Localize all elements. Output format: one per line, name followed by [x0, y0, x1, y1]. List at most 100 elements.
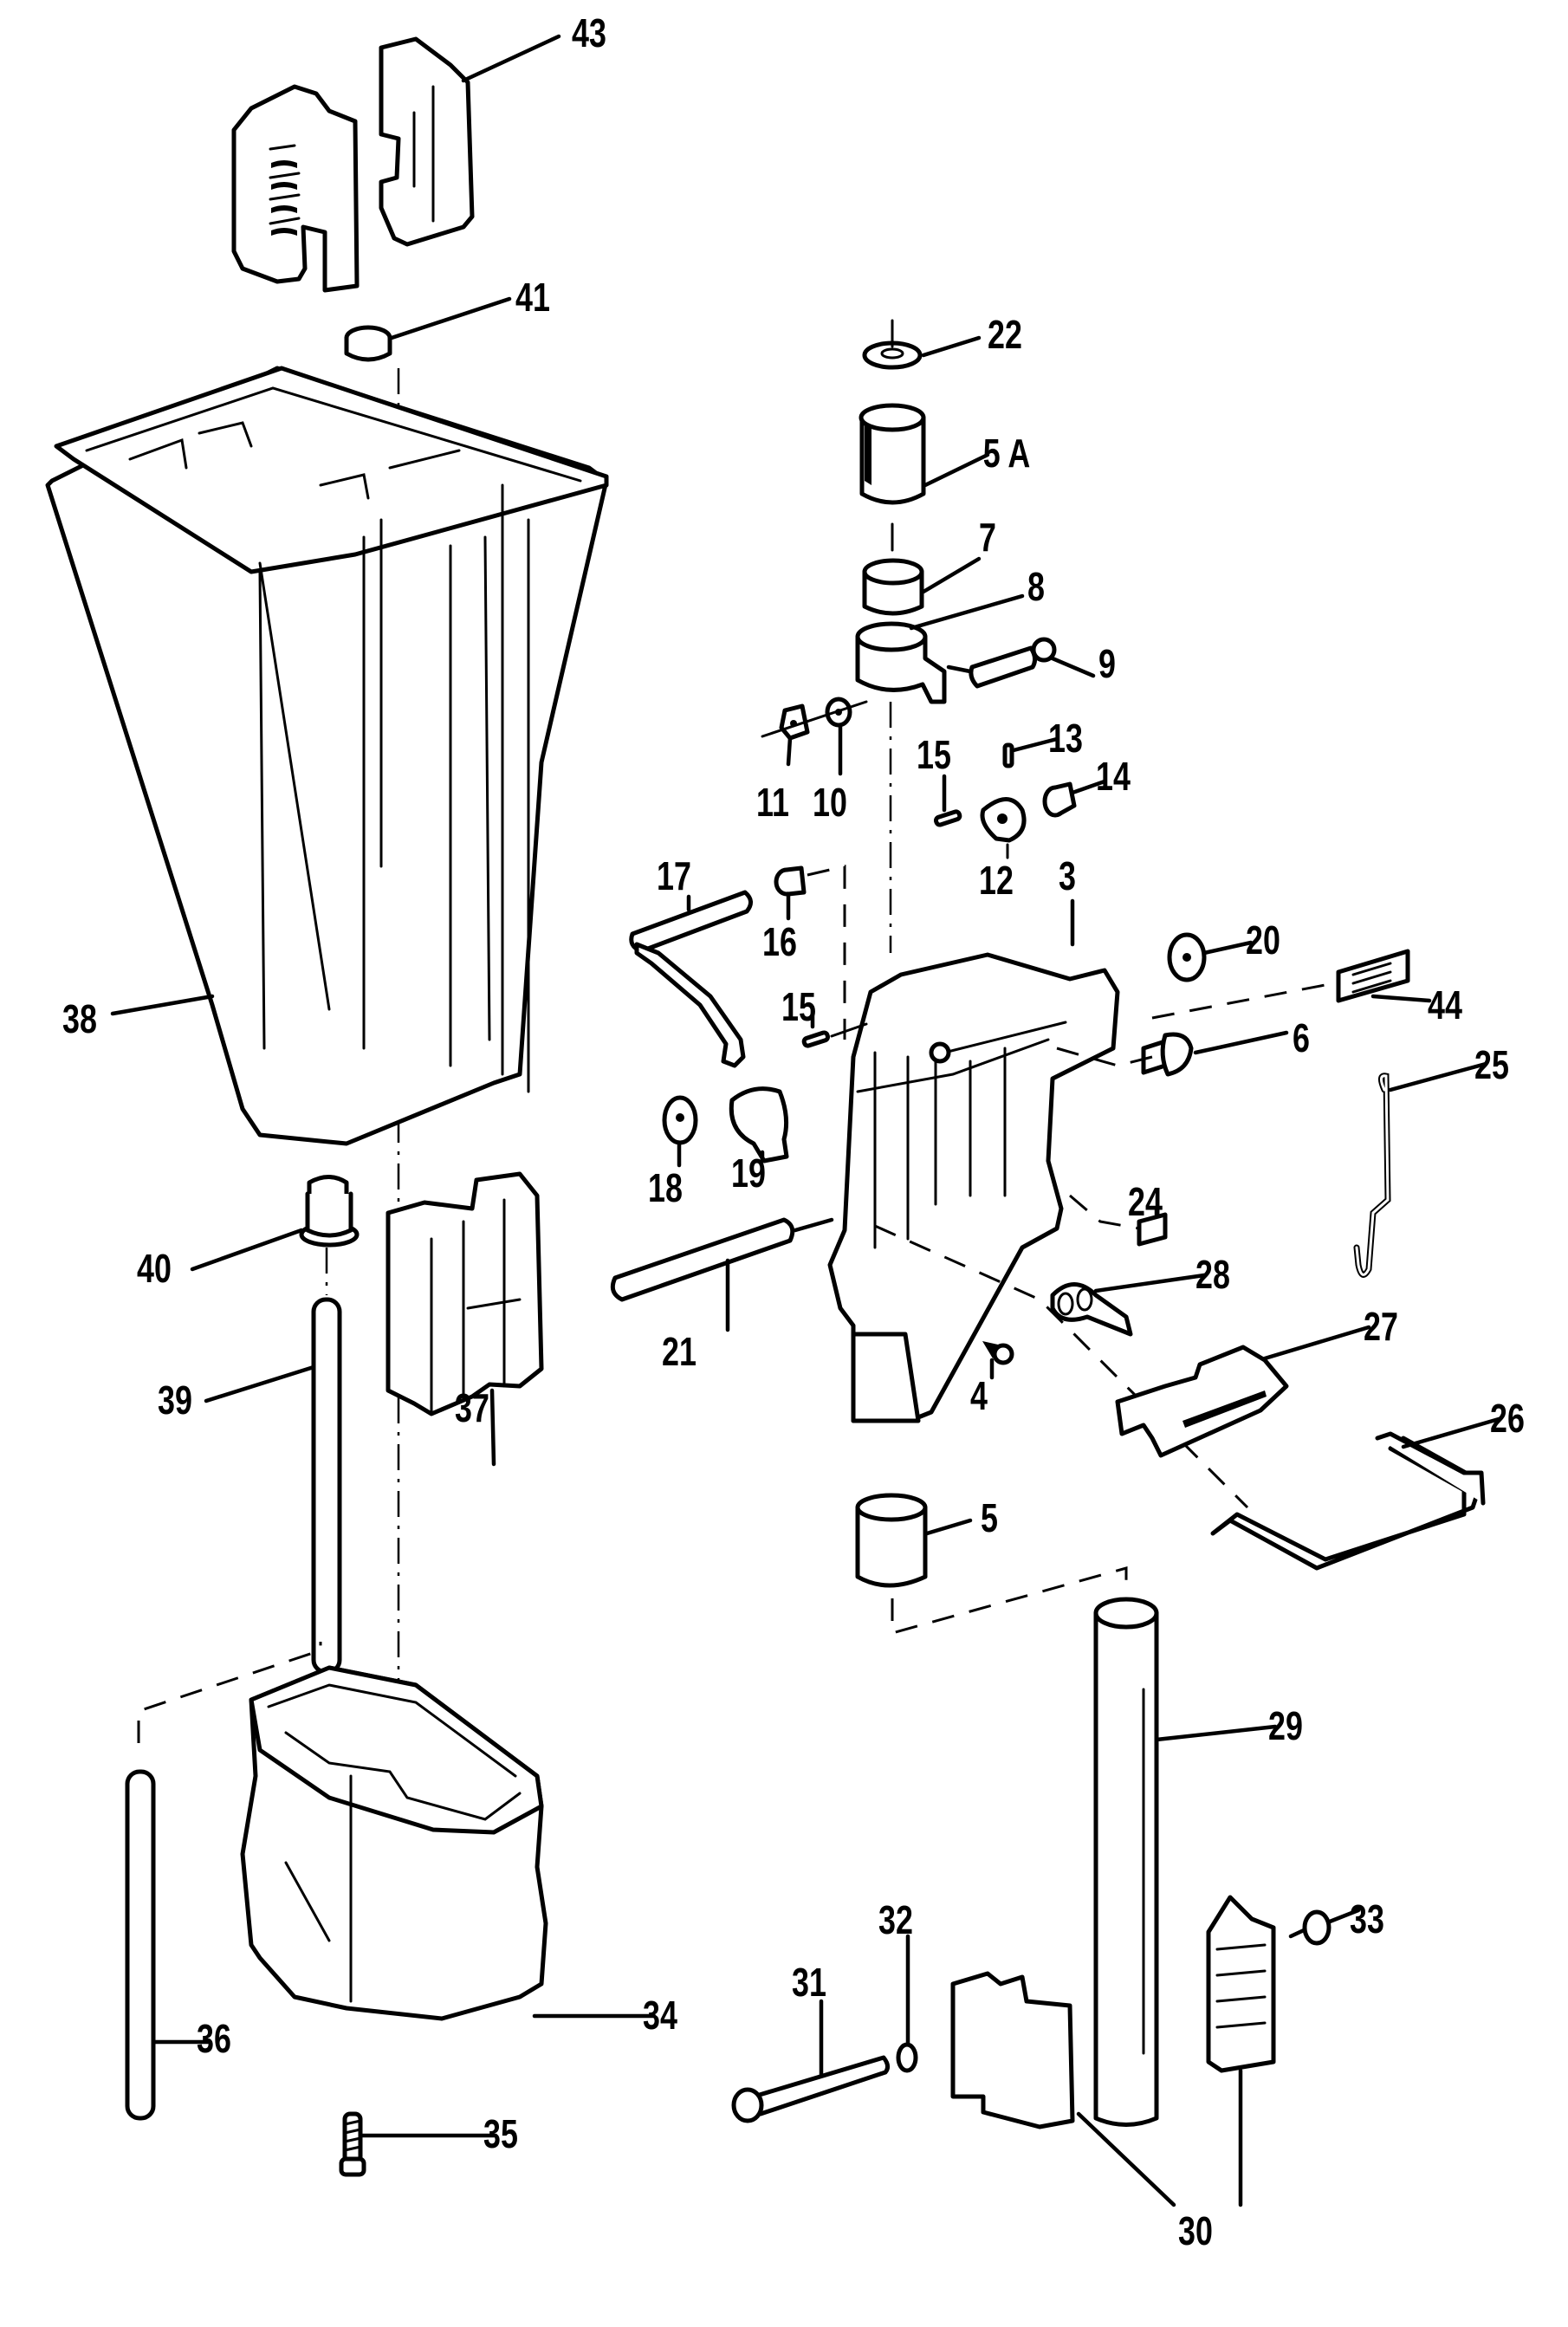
part-41-bushing — [344, 325, 392, 362]
callout-37: 37 — [455, 1385, 489, 1430]
callout-43: 43 — [572, 10, 606, 55]
leader-37 — [489, 1388, 496, 1467]
callout-4: 4 — [970, 1373, 988, 1418]
callout-9: 9 — [1098, 641, 1116, 686]
callout-21: 21 — [662, 1329, 697, 1374]
leader-27 — [1262, 1325, 1371, 1361]
part-9-screw — [969, 637, 1057, 689]
part-36-tube — [125, 1642, 322, 2121]
leader-40 — [190, 1228, 304, 1272]
leader-38 — [110, 994, 215, 1016]
callout-11: 11 — [756, 780, 789, 825]
part-11-nut — [779, 703, 810, 741]
part-31-bolt — [731, 2055, 891, 2123]
part-12-knob — [980, 797, 1027, 843]
part-30-clamp-left — [950, 1971, 1075, 2129]
part-44-decal — [1336, 949, 1410, 1003]
part-7-ring — [862, 558, 924, 616]
callout-30: 30 — [1178, 2208, 1213, 2253]
leader-13 — [1011, 736, 1059, 753]
leader-41 — [389, 296, 512, 340]
part-5-bushing — [855, 1493, 928, 1588]
callout-32: 32 — [878, 1897, 913, 1942]
callout-33: 33 — [1350, 1896, 1384, 1941]
part-8-clamp — [855, 621, 947, 704]
part-24-plate — [1137, 1212, 1168, 1247]
part-15-pin-upper — [933, 809, 962, 827]
leader-28 — [1093, 1273, 1207, 1293]
callout-19: 19 — [731, 1151, 766, 1196]
callout-5A: 5 A — [982, 431, 1031, 476]
callout-12: 12 — [979, 858, 1014, 903]
callout-24: 24 — [1128, 1179, 1163, 1224]
callout-3: 3 — [1059, 853, 1076, 898]
part-43-side-covers — [231, 36, 475, 293]
callout-36: 36 — [197, 2016, 231, 2061]
part-17-tilt-lever — [629, 890, 753, 1068]
part-5A-bushing — [859, 403, 926, 505]
part-15-pin-lower — [801, 1030, 831, 1048]
part-32-washer — [896, 2042, 918, 2073]
part-6-bolt — [1141, 1032, 1194, 1077]
leader-20 — [1202, 940, 1254, 956]
part-19-cam — [729, 1086, 789, 1164]
callout-20: 20 — [1246, 917, 1280, 963]
leader-44 — [1370, 994, 1432, 1003]
part-28-spring — [1050, 1282, 1133, 1337]
leader-30 — [1076, 2068, 1243, 2207]
part-18-washer — [662, 1095, 698, 1145]
callout-22: 22 — [988, 312, 1022, 357]
leader-7 — [921, 556, 982, 594]
callout-15-lower: 15 — [781, 984, 816, 1029]
callout-25: 25 — [1474, 1042, 1509, 1087]
callout-28: 28 — [1195, 1252, 1230, 1297]
callout-8: 8 — [1027, 564, 1045, 609]
callout-44: 44 — [1428, 982, 1462, 1027]
leader-8 — [909, 593, 1025, 631]
leader-6 — [1193, 1030, 1289, 1055]
callout-31: 31 — [792, 1960, 826, 2005]
part-16-bushing — [774, 865, 807, 897]
part-25-spring-hook — [1353, 1073, 1391, 1278]
part-26-lever — [1210, 1431, 1486, 1571]
part-3-swivel-bracket — [827, 952, 1120, 1423]
callout-17: 17 — [657, 853, 691, 898]
part-37-rubber-mount — [386, 1171, 544, 1416]
part-13-pin — [1002, 742, 1014, 768]
part-29-steering-shaft — [1093, 1597, 1159, 2127]
part-22-washer — [862, 319, 923, 370]
callout-18: 18 — [648, 1165, 683, 1210]
leader-21 — [725, 1217, 834, 1332]
callout-10: 10 — [813, 780, 847, 825]
leader-25 — [1388, 1061, 1488, 1092]
leader-43 — [461, 34, 561, 83]
part-20-washer — [1167, 932, 1207, 982]
part-35-screw — [339, 2111, 366, 2177]
callout-34: 34 — [643, 1993, 677, 2038]
part-33-nut — [1302, 1909, 1332, 1946]
part-34-exhaust-housing — [240, 1665, 548, 2021]
callout-7: 7 — [979, 515, 996, 560]
leader-9 — [946, 656, 1096, 678]
callout-5: 5 — [981, 1495, 998, 1540]
callout-35: 35 — [483, 2111, 518, 2156]
callout-27: 27 — [1364, 1304, 1398, 1349]
callout-39: 39 — [158, 1377, 192, 1423]
callout-38: 38 — [62, 996, 97, 1041]
callout-13: 13 — [1048, 716, 1083, 761]
leader-26 — [1401, 1416, 1501, 1449]
callout-6: 6 — [1293, 1015, 1310, 1060]
callout-41: 41 — [515, 275, 550, 320]
leader-33 — [1288, 1908, 1361, 1939]
callout-29: 29 — [1268, 1703, 1303, 1748]
leader-11 — [786, 736, 793, 767]
part-4-grease-fitting — [982, 1341, 1014, 1365]
leader-5A — [923, 452, 990, 488]
callout-14: 14 — [1096, 754, 1131, 799]
callout-15-upper: 15 — [917, 732, 951, 777]
leader-5 — [924, 1518, 973, 1536]
callout-40: 40 — [137, 1246, 172, 1291]
part-21-tilt-pin — [610, 1217, 795, 1302]
